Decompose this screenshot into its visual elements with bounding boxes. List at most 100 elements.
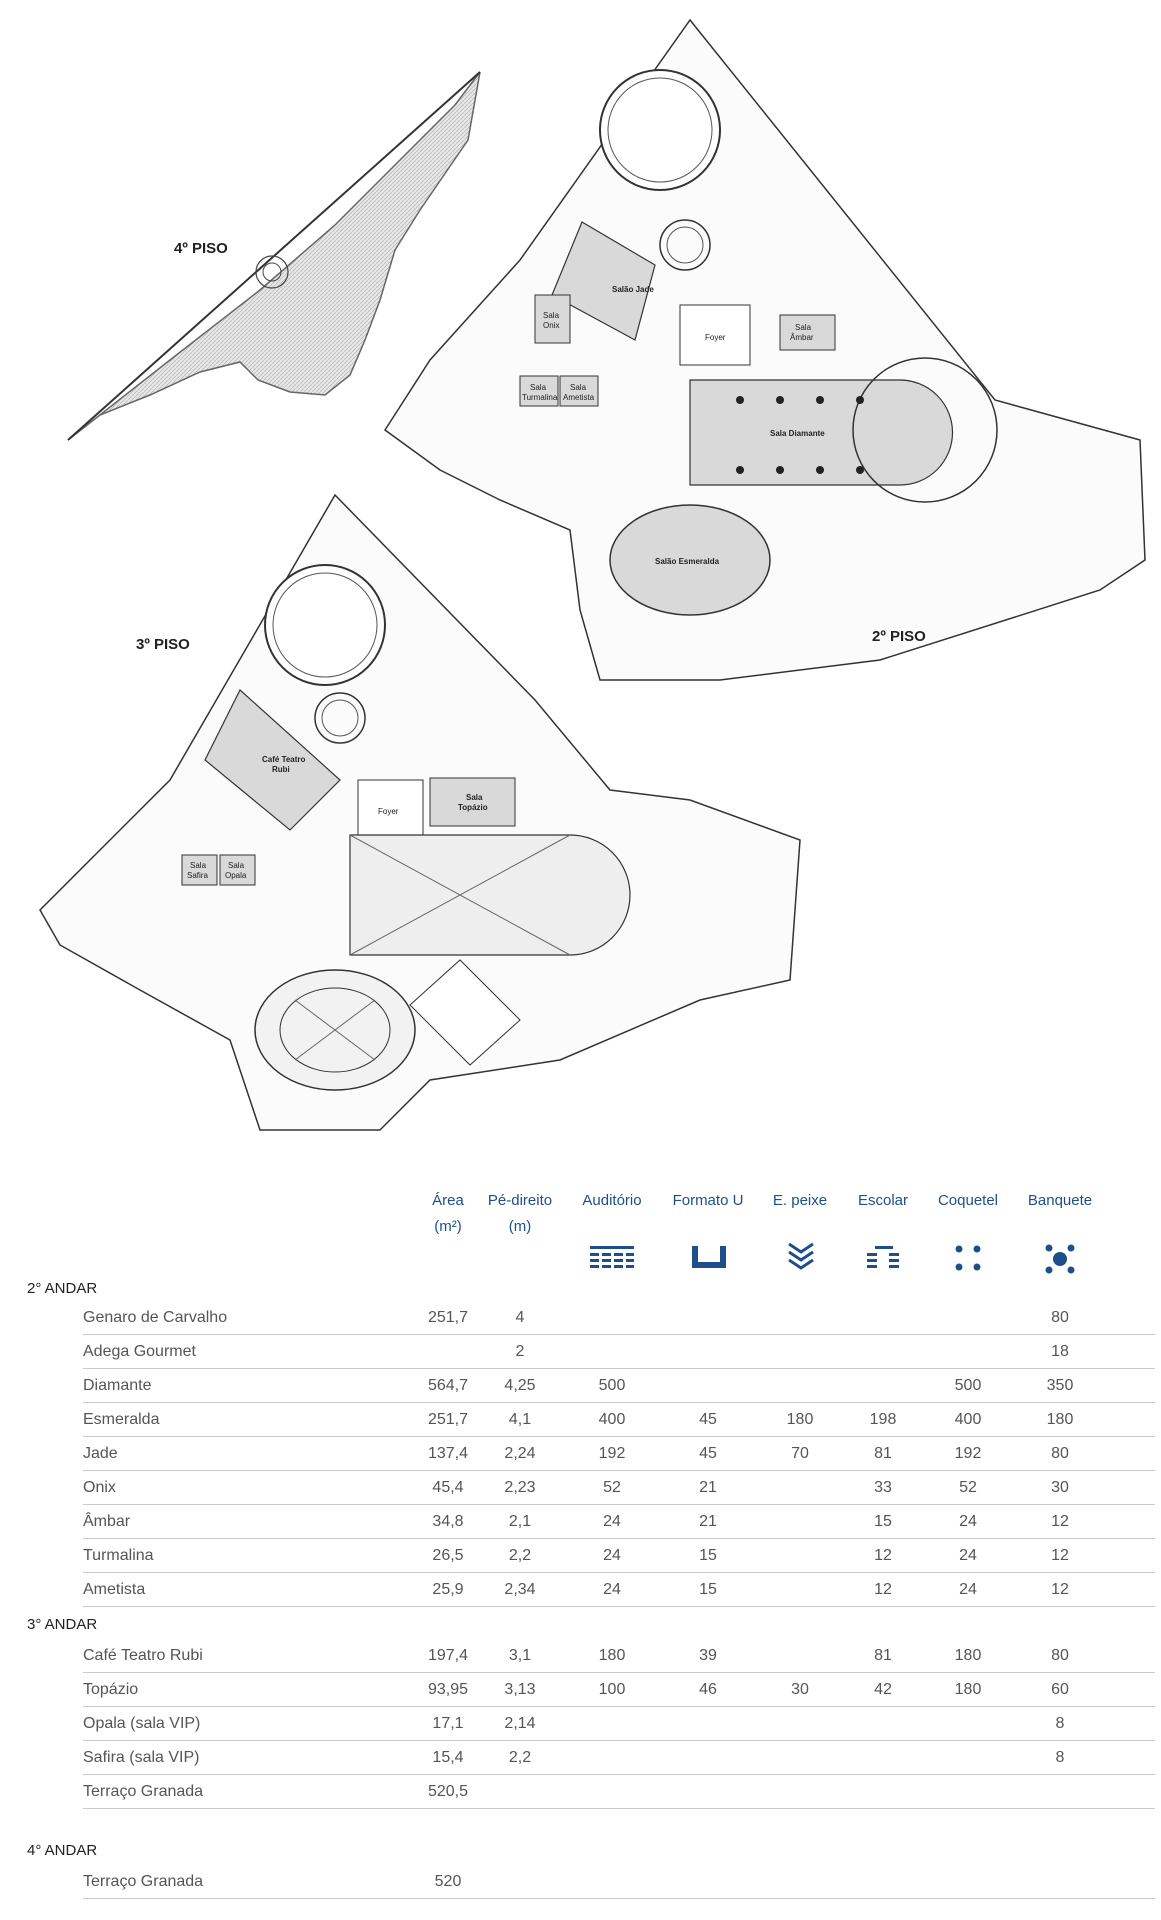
value-cell: 30	[791, 1681, 809, 1698]
header-pe-direito: Pé-direito(m)	[487, 1192, 553, 1235]
value-cell: 12	[874, 1547, 892, 1564]
label-4-piso: 4º PISO	[174, 240, 228, 257]
table-row: Genaro de Carvalho 251,7 4 80	[83, 1300, 1155, 1335]
room-onix-line2: Onix	[543, 321, 559, 330]
value-cell: 45,4	[432, 1479, 464, 1496]
room-name-cell: Café Teatro Rubi	[83, 1647, 203, 1664]
section-3-andar: 3° ANDAR	[27, 1616, 98, 1633]
value-cell: 100	[598, 1681, 626, 1698]
value-cell: 81	[874, 1647, 892, 1664]
room-turmalina-line1: Sala	[530, 383, 547, 392]
value-cell: 192	[954, 1445, 982, 1462]
room-name-cell: Terraço Granada	[83, 1873, 204, 1890]
room-ametista-line1: Sala	[570, 383, 587, 392]
value-cell: 2,34	[504, 1581, 536, 1598]
room-cafe-line1: Café Teatro	[262, 755, 306, 764]
value-cell: 4	[515, 1309, 525, 1326]
value-cell: 400	[954, 1411, 982, 1428]
value-cell: 25,9	[432, 1581, 464, 1598]
room-name-cell: Turmalina	[83, 1547, 154, 1564]
value-cell: 12	[1051, 1581, 1069, 1598]
value-cell: 42	[874, 1681, 892, 1698]
value-cell: 180	[954, 1681, 982, 1698]
room-topazio-line1: Sala	[466, 793, 483, 802]
value-cell: 3,13	[504, 1681, 536, 1698]
value-cell: 15	[874, 1513, 892, 1530]
value-cell: 8	[1055, 1749, 1065, 1766]
room-salao-esmeralda: Salão Esmeralda	[655, 557, 720, 566]
room-ambar-line1: Sala	[795, 323, 812, 332]
value-cell: 80	[1051, 1309, 1069, 1326]
value-cell: 26,5	[432, 1547, 464, 1564]
value-cell: 2,23	[504, 1479, 536, 1496]
room-name-cell: Terraço Granada	[83, 1783, 204, 1800]
value-cell: 15	[699, 1581, 717, 1598]
value-cell: 15	[699, 1547, 717, 1564]
floor-4-plan	[67, 71, 481, 441]
room-name-cell: Diamante	[83, 1377, 152, 1394]
room-safira-line2: Safira	[187, 871, 208, 880]
value-cell: 198	[869, 1411, 897, 1428]
value-cell: 2,1	[508, 1513, 532, 1530]
auditorio-icon	[590, 1246, 634, 1268]
value-cell: 46	[699, 1681, 717, 1698]
value-cell: 93,95	[427, 1681, 469, 1698]
value-cell: 180	[598, 1647, 626, 1664]
value-cell: 197,4	[427, 1647, 469, 1664]
header-area: Área(m²)	[432, 1192, 464, 1235]
value-cell: 400	[598, 1411, 626, 1428]
value-cell: 24	[959, 1547, 977, 1564]
value-cell: 500	[598, 1377, 626, 1394]
value-cell: 2,14	[504, 1715, 536, 1732]
value-cell: 500	[954, 1377, 982, 1394]
value-cell: 251,7	[427, 1411, 469, 1428]
value-cell: 12	[1051, 1513, 1069, 1530]
value-cell: 81	[874, 1445, 892, 1462]
table-row: Adega Gourmet 2 18	[83, 1334, 1155, 1369]
value-cell: 180	[786, 1411, 814, 1428]
value-cell: 2,2	[508, 1547, 532, 1564]
room-name-cell: Adega Gourmet	[83, 1343, 196, 1360]
value-cell: 137,4	[427, 1445, 469, 1462]
value-cell: 52	[603, 1479, 621, 1496]
room-name-cell: Opala (sala VIP)	[83, 1715, 201, 1732]
value-cell: 45	[699, 1411, 717, 1428]
value-cell: 60	[1051, 1681, 1069, 1698]
room-name-cell: Jade	[83, 1445, 118, 1462]
room-sala-diamante: Sala Diamante	[770, 429, 825, 438]
room-name-cell: Esmeralda	[83, 1411, 160, 1428]
formato-u-icon	[692, 1246, 726, 1268]
value-cell: 52	[959, 1479, 977, 1496]
espinha-peixe-icon	[788, 1242, 814, 1270]
value-cell: 520	[434, 1873, 462, 1890]
value-cell: 24	[959, 1513, 977, 1530]
header-auditorio: Auditório	[582, 1192, 642, 1209]
value-cell: 21	[699, 1479, 717, 1496]
value-cell: 70	[791, 1445, 809, 1462]
floor-2-plan: Salão Jade Sala Onix Foyer Sala Âmbar Sa…	[383, 18, 1146, 681]
room-name-cell: Safira (sala VIP)	[83, 1749, 200, 1766]
value-cell: 30	[1051, 1479, 1069, 1496]
header-formato-u: Formato U	[672, 1192, 744, 1209]
header-escolar: Escolar	[857, 1192, 909, 1209]
table-row: Terraço Granada 520	[83, 1864, 1155, 1899]
room-opala-line2: Opala	[225, 871, 247, 880]
value-cell: 2,24	[504, 1445, 536, 1462]
value-cell: 2	[515, 1343, 525, 1360]
value-cell: 80	[1051, 1647, 1069, 1664]
value-cell: 251,7	[427, 1309, 469, 1326]
value-cell: 24	[603, 1581, 621, 1598]
floor-plans-drawing: Salão Jade Sala Onix Foyer Sala Âmbar Sa…	[39, 18, 1146, 1131]
header-e-peixe: E. peixe	[772, 1192, 828, 1209]
room-foyer: Foyer	[705, 333, 726, 342]
room-name-cell: Genaro de Carvalho	[83, 1309, 228, 1326]
value-cell: 18	[1051, 1343, 1069, 1360]
value-cell: 3,1	[508, 1647, 532, 1664]
